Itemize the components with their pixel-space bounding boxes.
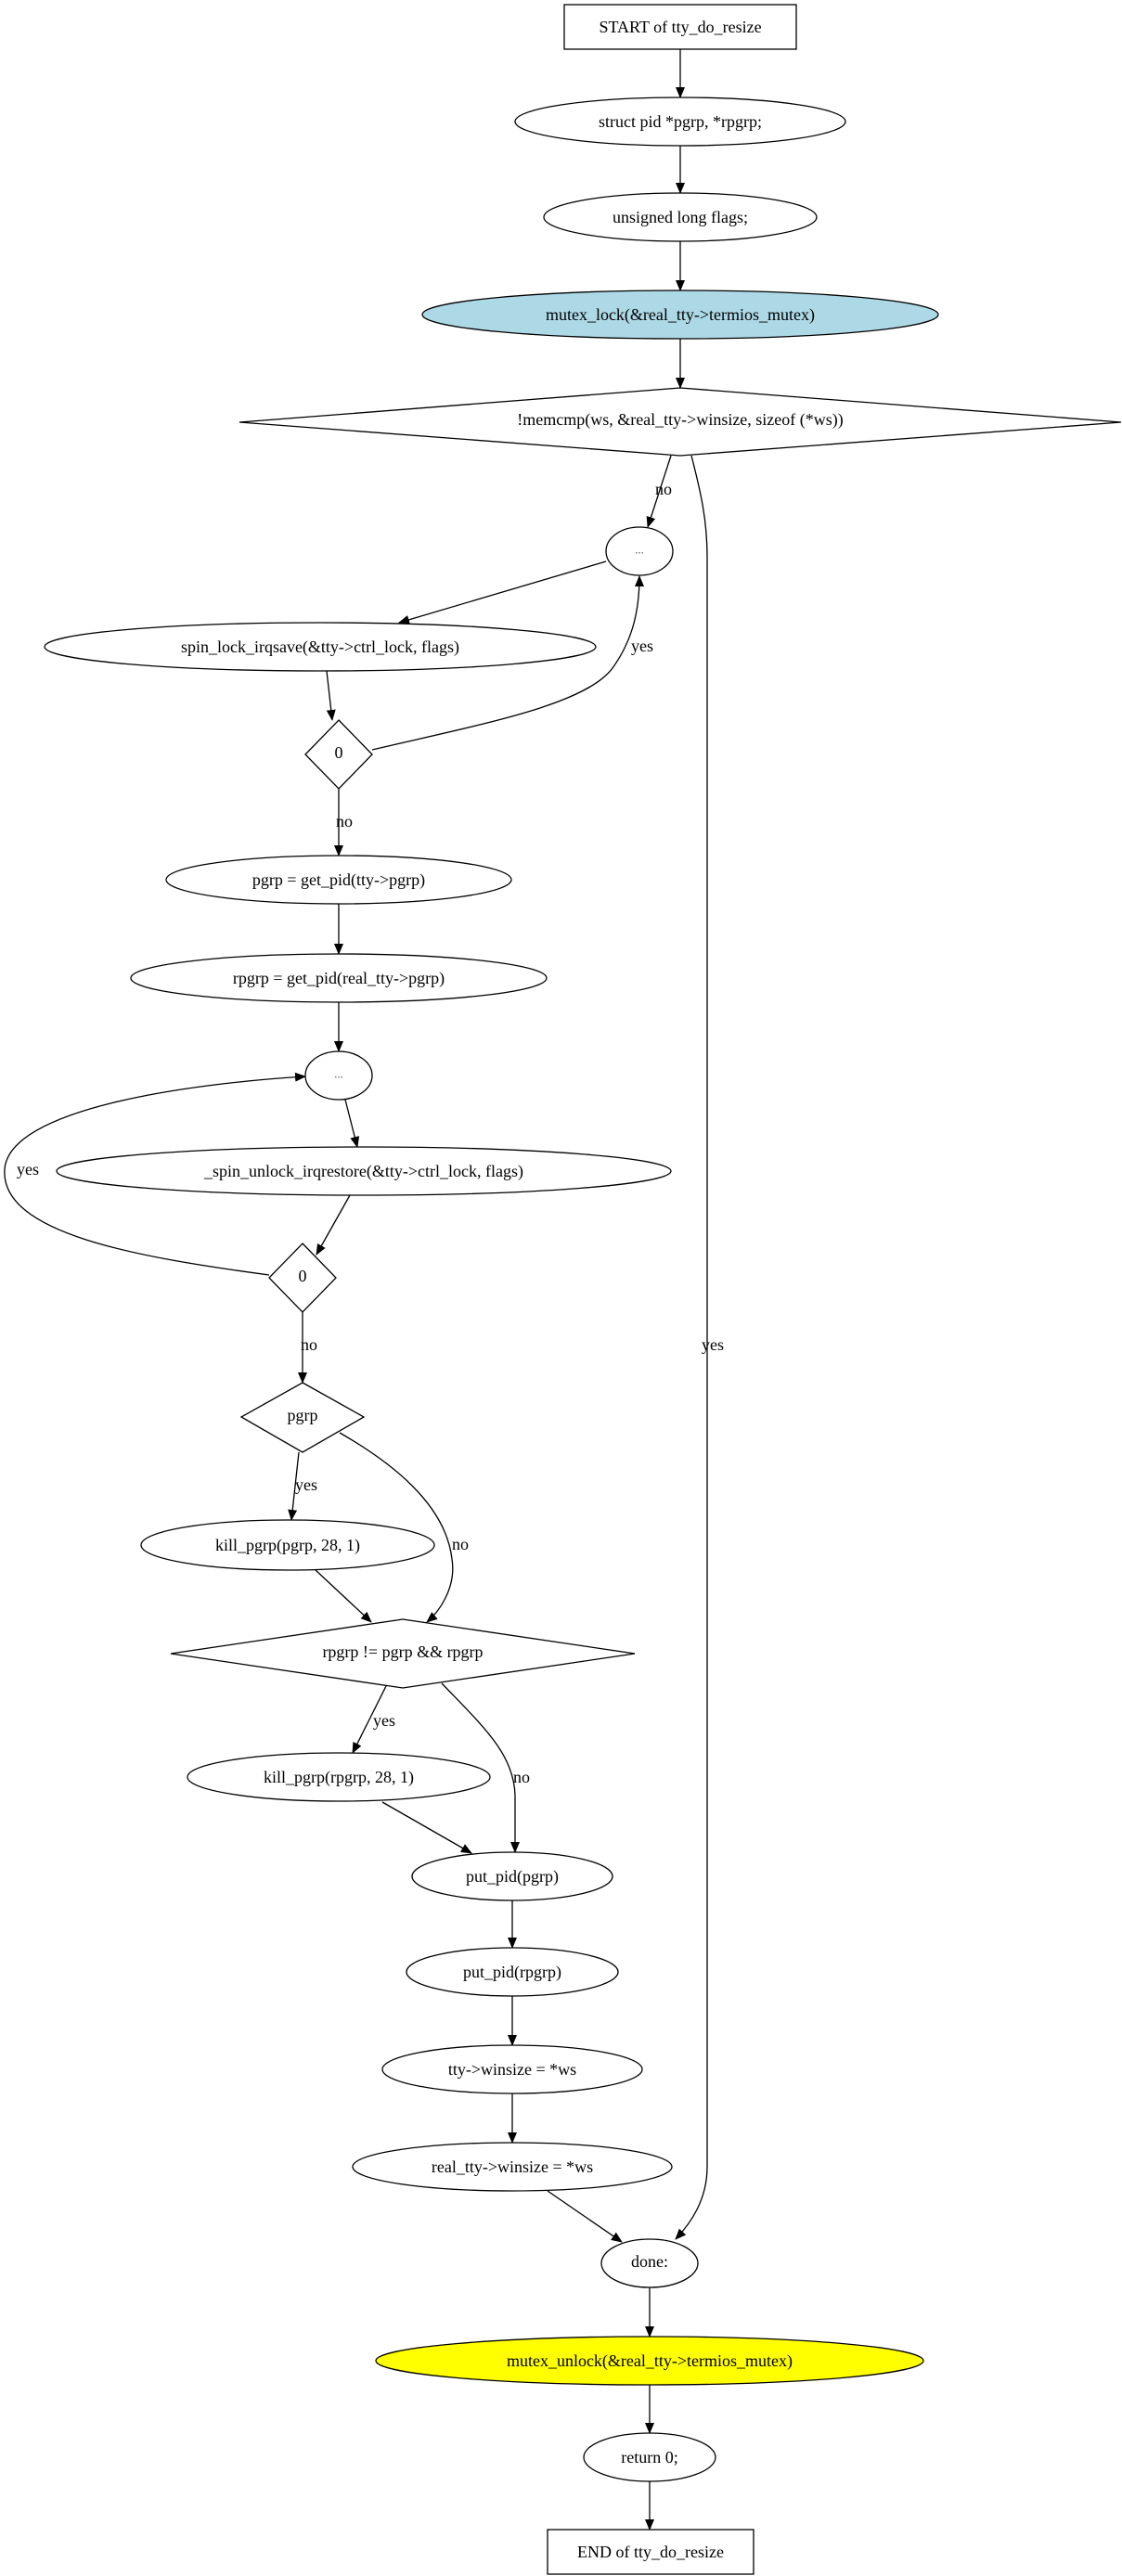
edge-label: no (301, 1335, 317, 1354)
node-label: ... (334, 1067, 343, 1081)
nodes: START of tty_do_resize struct pid *pgrp,… (44, 4, 1122, 2575)
node-label: tty->winsize = *ws (448, 2060, 576, 2079)
edge (344, 1099, 360, 1148)
decl-pid-node: struct pid *pgrp, *rpgrp; (514, 97, 846, 147)
edge-label: yes (373, 1711, 395, 1730)
edge-label: yes (17, 1160, 39, 1179)
spin-lock-node: spin_lock_irqsave(&tty->ctrl_lock, flags… (44, 622, 597, 672)
mutex-unlock-node: mutex_unlock(&real_tty->termios_mutex) (375, 2336, 924, 2386)
node-label: mutex_lock(&real_tty->termios_mutex) (546, 305, 815, 325)
node-label: rpgrp = get_pid(real_tty->pgrp) (233, 969, 445, 988)
edges (4, 49, 708, 2531)
edge-labels: no yes yes no yes no yes no yes no (17, 480, 724, 1786)
edge (315, 1569, 372, 1623)
edge-label: yes (631, 637, 653, 655)
mutex-lock-node: mutex_lock(&real_tty->termios_mutex) (421, 290, 939, 340)
edge (326, 670, 336, 721)
get-rpgrp-node: rpgrp = get_pid(real_tty->pgrp) (130, 953, 548, 1003)
cond0-a-decision: 0 (304, 719, 373, 790)
edge-label: no (452, 1535, 469, 1553)
node-label: done: (631, 2252, 668, 2271)
memcmp-decision: !memcmp(ws, &real_tty->winsize, sizeof (… (239, 387, 1122, 457)
end-node: END of tty_do_resize (547, 2529, 754, 2575)
pgrp-decision: pgrp (239, 1382, 366, 1453)
spin-unlock-node: _spin_unlock_irqrestore(&tty->ctrl_lock,… (56, 1146, 672, 1196)
edge-rpgrp-yes (352, 1685, 387, 1754)
node-label: return 0; (621, 2448, 677, 2467)
edge-pgrp-no (339, 1432, 454, 1623)
edge-cond0-b-yes (4, 1072, 306, 1276)
edge-label: no (655, 480, 672, 498)
done-node: done: (600, 2238, 699, 2288)
node-label: struct pid *pgrp, *rpgrp; (599, 112, 762, 131)
node-label: ... (635, 543, 644, 557)
node-label: kill_pgrp(rpgrp, 28, 1) (264, 1768, 414, 1787)
node-label: real_tty->winsize = *ws (432, 2157, 593, 2176)
node-label: _spin_unlock_irqrestore(&tty->ctrl_lock,… (203, 1162, 523, 1181)
node-label: unsigned long flags; (613, 208, 748, 226)
return-node: return 0; (583, 2432, 716, 2482)
node-label: put_pid(pgrp) (466, 1867, 559, 1887)
edge-pgrp-yes (288, 1451, 300, 1521)
node-label: START of tty_do_resize (599, 18, 761, 36)
node-label: 0 (335, 743, 343, 762)
node-label: pgrp (288, 1406, 318, 1424)
get-pgrp-node: pgrp = get_pid(tty->pgrp) (165, 855, 512, 905)
node-label: !memcmp(ws, &real_tty->winsize, sizeof (… (517, 410, 844, 430)
edge-label: no (513, 1768, 530, 1786)
node-label: kill_pgrp(pgrp, 28, 1) (215, 1536, 360, 1555)
rpgrp-decision: rpgrp != pgrp && rpgrp (170, 1618, 636, 1689)
edge-memcmp-no (646, 455, 672, 528)
put-pgrp-node: put_pid(pgrp) (411, 1851, 613, 1901)
node-label: put_pid(rpgrp) (463, 1963, 561, 1982)
node-label: spin_lock_irqsave(&tty->ctrl_lock, flags… (181, 638, 459, 657)
edge-label: yes (295, 1475, 317, 1494)
edge-label: yes (702, 1335, 724, 1354)
decl-flags-node: unsigned long flags; (543, 192, 818, 242)
real-winsize-node: real_tty->winsize = *ws (352, 2142, 673, 2192)
edge-cond0-a-yes (371, 575, 644, 751)
node-label: END of tty_do_resize (577, 2543, 724, 2561)
node-label: rpgrp != pgrp && rpgrp (322, 1642, 483, 1661)
node-label: mutex_unlock(&real_tty->termios_mutex) (507, 2351, 793, 2371)
edge (398, 560, 607, 625)
loop2-node: ... (304, 1050, 373, 1101)
edge (381, 1801, 472, 1854)
edge (547, 2190, 623, 2243)
node-label: 0 (299, 1267, 307, 1285)
put-rpgrp-node: put_pid(rpgrp) (406, 1947, 619, 1997)
cond0-b-decision: 0 (268, 1243, 337, 1313)
edge-rpgrp-no (441, 1682, 520, 1853)
tty-winsize-node: tty->winsize = *ws (381, 2044, 643, 2094)
kill-rpgrp-node: kill_pgrp(rpgrp, 28, 1) (187, 1752, 491, 1802)
loop1-node: ... (605, 526, 674, 576)
edge-memcmp-yes (675, 455, 708, 2240)
edge (316, 1194, 351, 1256)
edge-label: no (336, 812, 353, 831)
kill-pgrp-node: kill_pgrp(pgrp, 28, 1) (140, 1519, 435, 1571)
node-label: pgrp = get_pid(tty->pgrp) (252, 870, 425, 890)
start-node: START of tty_do_resize (563, 4, 797, 50)
